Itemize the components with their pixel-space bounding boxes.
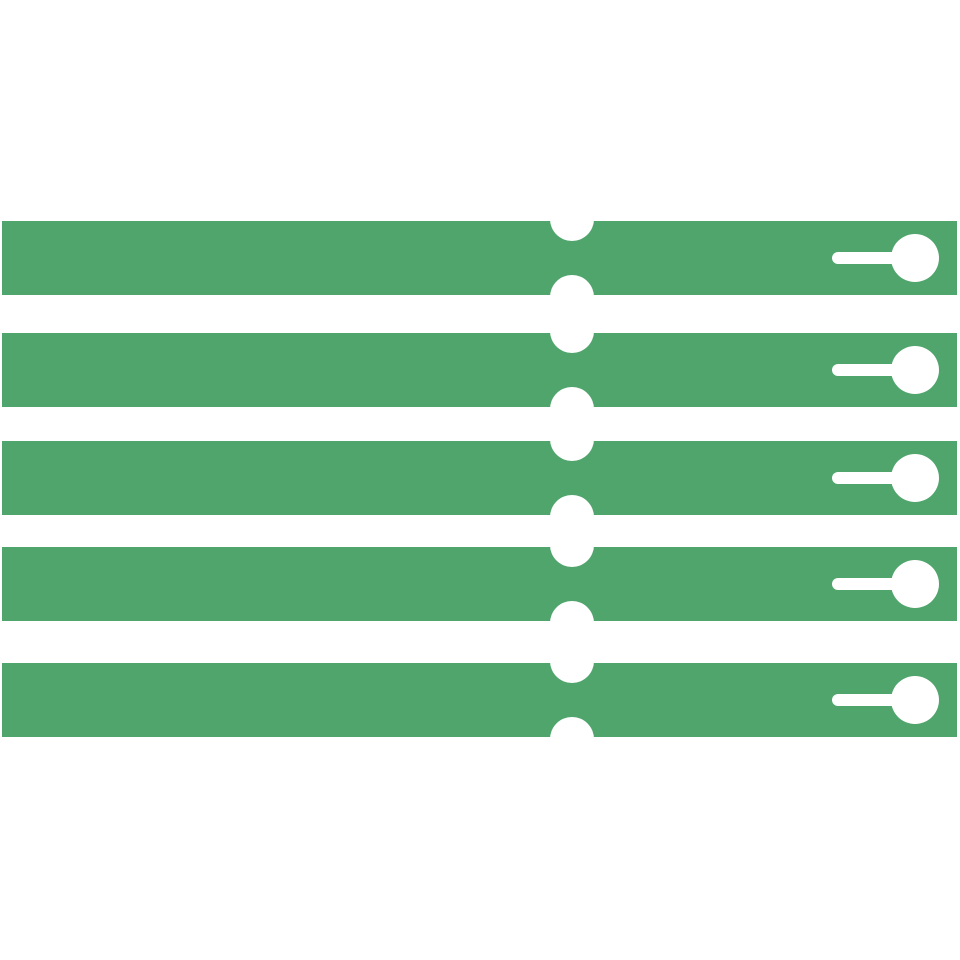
strip-body [2,441,957,515]
bottom-notch [550,601,594,645]
top-notch [550,197,594,241]
keyhole-circle [891,346,939,394]
strip-body [2,333,957,407]
strip-body [2,663,957,737]
strip-4 [2,523,957,645]
keyhole-circle [891,234,939,282]
bottom-notch [550,717,594,761]
strip-5 [2,639,957,761]
strip-3 [2,417,957,539]
top-notch [550,523,594,567]
top-notch [550,417,594,461]
strip-1 [2,197,957,319]
keyhole-circle [891,676,939,724]
strip-body [2,547,957,621]
strip-2 [2,309,957,431]
top-notch [550,639,594,683]
keyhole-circle [891,454,939,502]
bottom-notch [550,275,594,319]
strip-body [2,221,957,295]
top-notch [550,309,594,353]
keyhole-circle [891,560,939,608]
